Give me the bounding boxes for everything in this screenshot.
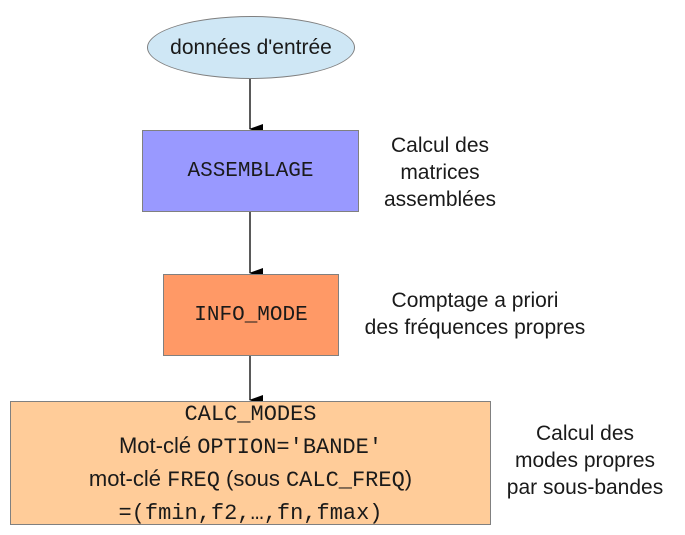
close-paren: ) [404, 466, 413, 491]
note-calc-modes: Calcul des modes propres par sous-bandes [490, 420, 680, 501]
calc-modes-line-4: =(fmin,f2,…,fn,fmax) [118, 496, 382, 529]
freq-values: =(fmin,f2,…,fn,fmax) [118, 501, 383, 526]
calc-freq-keyword: CALC_FREQ [285, 468, 405, 493]
start-node-input-data: données d'entrée [147, 16, 355, 79]
note-line: matrices [400, 161, 480, 184]
option-value: OPTION='BANDE' [197, 435, 383, 460]
step-assemblage-label: ASSEMBLAGE [187, 159, 314, 183]
note-line: modes propres [514, 449, 656, 472]
note-line: assemblées [383, 188, 497, 211]
calc-modes-title: CALC_MODES [184, 402, 317, 427]
step-calc-modes: CALC_MODES Mot-clé OPTION='BANDE' mot-cl… [10, 401, 491, 526]
note-line: des fréquences propres [364, 316, 586, 339]
start-node-label: données d'entrée [170, 35, 332, 59]
note-assemblage: Calcul des matrices assemblées [365, 132, 515, 213]
step-info-mode-label: INFO_MODE [194, 303, 308, 327]
under-text: (sous [219, 466, 286, 491]
calc-modes-line-1: CALC_MODES [184, 397, 316, 430]
note-line: Comptage a priori [391, 289, 559, 312]
step-info-mode: INFO_MODE [163, 274, 339, 356]
note-line: Calcul des [390, 134, 490, 157]
step-assemblage: ASSEMBLAGE [142, 130, 359, 212]
note-info-mode: Comptage a priori des fréquences propres [340, 287, 610, 341]
calc-modes-line-3: mot-clé FREQ (sous CALC_FREQ) [89, 463, 412, 496]
calc-modes-line-2: Mot-clé OPTION='BANDE' [119, 430, 382, 463]
note-line: Calcul des [535, 422, 635, 445]
keyword-label: Mot-clé [118, 433, 198, 458]
keyword-label: mot-clé [88, 466, 168, 491]
note-line: par sous-bandes [506, 476, 664, 499]
freq-keyword: FREQ [167, 468, 220, 493]
